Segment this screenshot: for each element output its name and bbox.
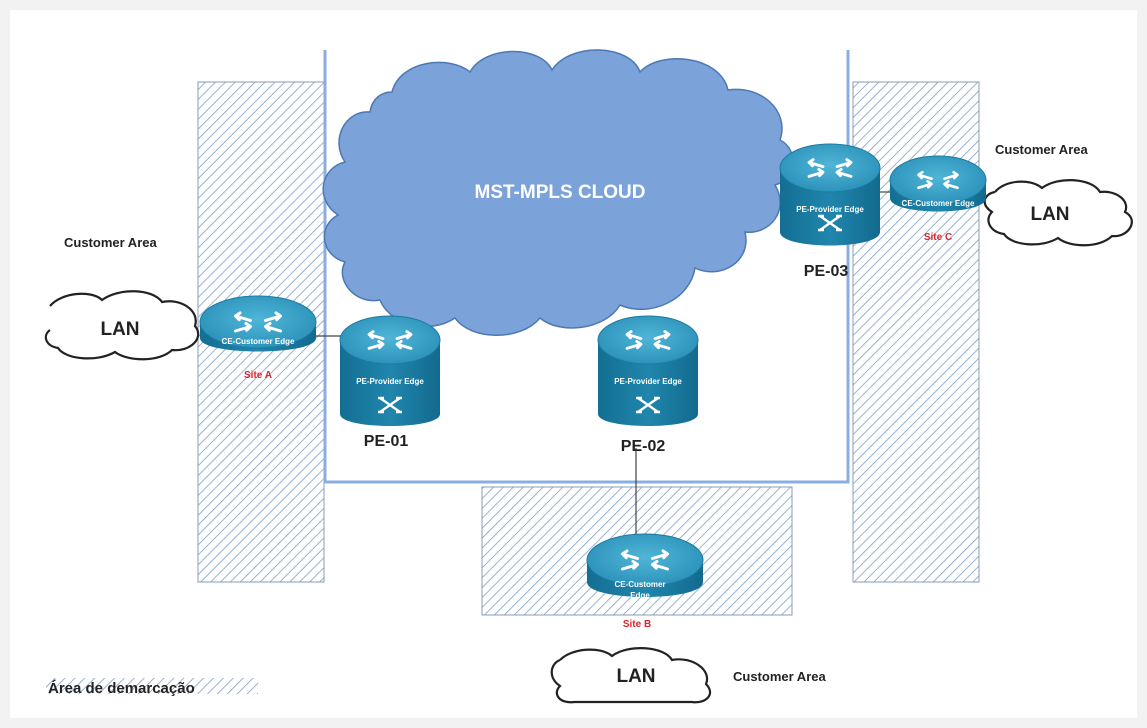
legend-swatch — [46, 678, 258, 694]
ce-label-line2: Edge — [630, 591, 650, 600]
ce-router-site-a — [199, 295, 317, 352]
lan-cloud-site-a: LAN — [44, 290, 200, 361]
lan-label: LAN — [100, 319, 139, 340]
pe-name: PE-03 — [804, 263, 849, 280]
customer-area-label-site-a: Customer Area — [64, 235, 157, 250]
customer-area-label-site-c: Customer Area — [995, 142, 1088, 157]
cloud-label: MST-MPLS CLOUD — [475, 182, 646, 203]
ce-label: CE-Customer Edge — [902, 199, 975, 208]
mpls-cloud — [322, 49, 794, 336]
site-label: Site B — [623, 619, 651, 630]
lan-cloud-site-c: LAN — [983, 179, 1133, 247]
ce-router-site-c — [889, 155, 987, 212]
site-label: Site A — [244, 370, 272, 381]
pe-label: PE-Provider Edge — [614, 377, 682, 386]
pe-label: PE-Provider Edge — [796, 205, 864, 214]
lan-label: LAN — [616, 666, 655, 687]
customer-area-label-site-b: Customer Area — [733, 669, 826, 684]
pe-name: PE-02 — [621, 438, 666, 455]
lan-cloud-site-b: LAN — [550, 647, 712, 704]
pe-router-01 — [339, 315, 441, 426]
site-label: Site C — [924, 232, 952, 243]
ce-label-line1: CE-Customer — [614, 580, 665, 589]
ce-label: CE-Customer Edge — [222, 337, 295, 346]
ce-router-site-b — [586, 533, 704, 597]
legend: Área de demarcação — [46, 678, 258, 697]
pe-label: PE-Provider Edge — [356, 377, 424, 386]
lan-label: LAN — [1030, 204, 1069, 225]
pe-router-03 — [779, 143, 881, 246]
legend-label: Área de demarcação — [48, 680, 195, 697]
pe-name: PE-01 — [364, 433, 409, 450]
pe-router-02 — [597, 315, 699, 426]
